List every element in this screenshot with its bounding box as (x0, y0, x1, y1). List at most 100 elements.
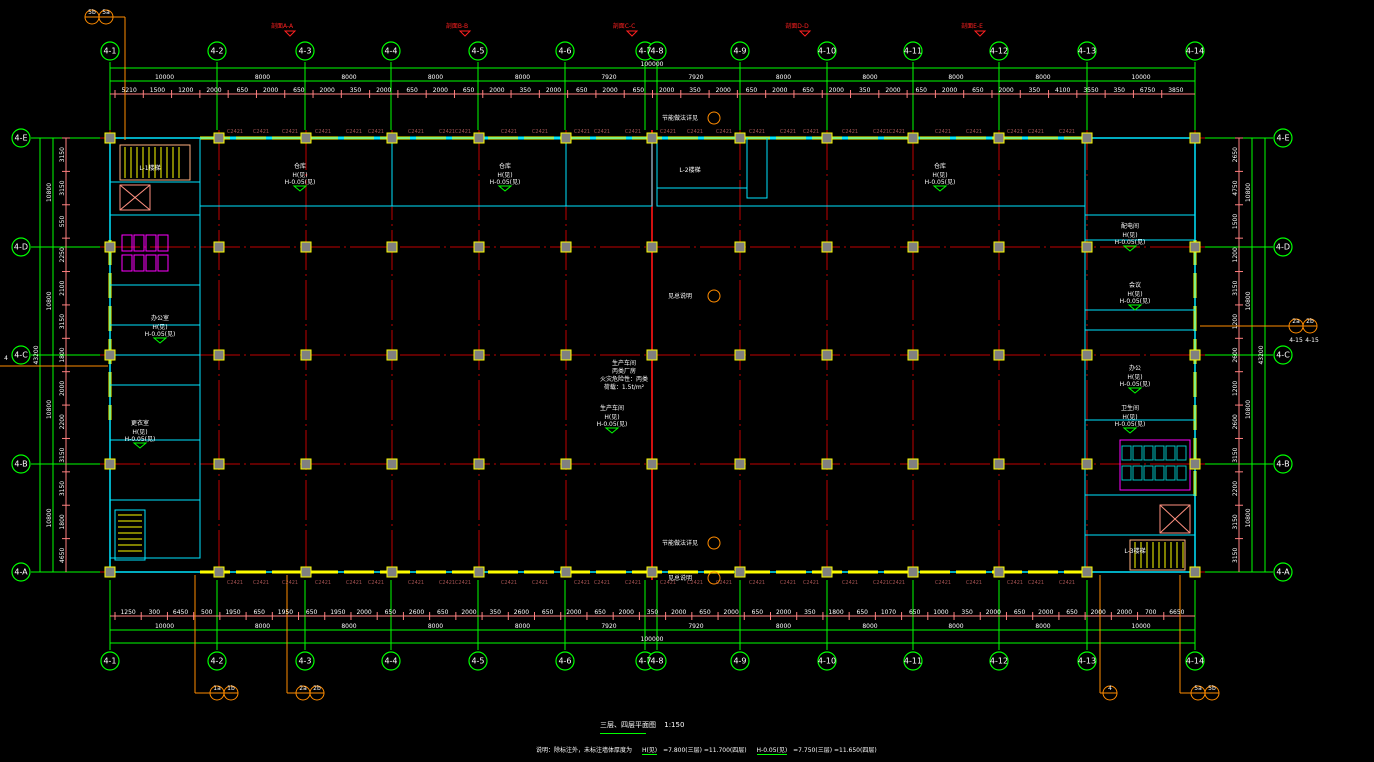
detail-dim-text: 650 (746, 87, 758, 94)
window-tag-top: C2421 (1028, 129, 1044, 135)
detail-dim-text: 300 (149, 609, 161, 616)
room-elevation: H-0.05(见) (1115, 239, 1146, 246)
axis-bubble (468, 41, 488, 61)
detail-dim-text: 650 (916, 87, 928, 94)
axis-label-bottom: 4-7 (638, 657, 651, 666)
structural-column (734, 241, 746, 253)
bay-dim-text: 10000 (1131, 623, 1150, 630)
window-tag-top: C2421 (1007, 129, 1023, 135)
window-tag-top: C2421 (346, 129, 362, 135)
window-tag-top: C2421 (532, 129, 548, 135)
room-elevation: H-0.05(见) (925, 179, 956, 186)
structural-column (1081, 132, 1093, 144)
room-name: 办公室 (151, 314, 169, 322)
window-tag-bottom: C2421 (749, 580, 765, 586)
toilet-stall (1132, 465, 1143, 481)
axis-bubble (11, 128, 31, 148)
axis-bubble (1077, 41, 1097, 61)
detail-ref-text: 见总说明 (668, 574, 692, 582)
axis-label-top: 4-6 (558, 47, 571, 56)
window-tag-bottom: C2421 (1007, 580, 1023, 586)
section-mark-label: 剖面B-B (446, 22, 468, 30)
window-tag-top: C2421 (660, 129, 676, 135)
room-level: H(见) (497, 172, 512, 179)
detail-callout-label: 5a (1194, 685, 1202, 692)
detail-dim-text: 650 (802, 87, 814, 94)
bay-dim-text: 10800 (46, 183, 53, 202)
toilet-stall (121, 254, 133, 272)
toilet-stall (121, 234, 133, 252)
toilet-stall (157, 254, 169, 272)
structural-column (104, 241, 116, 253)
detail-dim-text: 2200 (59, 414, 66, 429)
bay-dim-text: 7920 (601, 74, 616, 81)
detail-dim-text: 1950 (225, 609, 240, 616)
overall-dim-text: 43200 (1258, 345, 1265, 364)
axis-bubble (989, 651, 1009, 671)
axis-bubble (817, 651, 837, 671)
detail-ref-text: 节能做法详见 (662, 114, 698, 122)
axis-bubble (555, 651, 575, 671)
window-tag-bottom: C2421 (501, 580, 517, 586)
callout-sub: 4-15 (1289, 337, 1303, 344)
section-mark-triangle (973, 30, 987, 37)
axis-bubble (647, 41, 667, 61)
toilet-stall (133, 254, 145, 272)
axis-label-top: 4-7 (638, 47, 651, 56)
room-elevation: H-0.05(见) (597, 421, 628, 428)
detail-dim-text: 2000 (716, 87, 731, 94)
room-elevation: H-0.05(见) (1120, 298, 1151, 305)
detail-dim-text: 6650 (1169, 609, 1184, 616)
bay-dim-text: 8000 (862, 74, 877, 81)
room-elevation: H-0.05(见) (490, 179, 521, 186)
structural-column (473, 566, 485, 578)
bay-dim-text: 7920 (688, 74, 703, 81)
structural-column (473, 241, 485, 253)
detail-dim-text: 350 (689, 87, 701, 94)
structural-column (1189, 132, 1201, 144)
detail-dim-text: 2000 (659, 87, 674, 94)
structural-column (907, 349, 919, 361)
structural-column (300, 349, 312, 361)
axis-label-left: 4-C (14, 351, 28, 360)
section-mark-label: 剖面E-E (961, 22, 983, 30)
axis-bubble (1273, 345, 1293, 365)
axis-label-bottom: 4-9 (733, 657, 746, 666)
window-tag-top: C2421 (749, 129, 765, 135)
section-mark-triangle (283, 30, 297, 37)
detail-dim-text: 650 (576, 87, 588, 94)
window-tag-top: C2421 (439, 129, 455, 135)
elevator-l1 (119, 184, 151, 211)
detail-ref-bubble (707, 111, 721, 125)
room-level: H(见) (932, 172, 947, 179)
room-name: 仓库 (934, 162, 946, 170)
section-mark-triangle (798, 30, 812, 37)
top-rooms-left (199, 137, 653, 207)
overall-dim-text: 43200 (33, 345, 40, 364)
detail-dim-text: 1950 (278, 609, 293, 616)
structural-column (104, 132, 116, 144)
toilet-stall (1165, 445, 1176, 461)
detail-dim-text: 350 (961, 609, 973, 616)
detail-callout-label: 2a (299, 685, 307, 692)
structural-column (907, 566, 919, 578)
detail-dim-text: 2000 (942, 87, 957, 94)
window-tag-bottom: C2421 (716, 580, 732, 586)
room-name: 会议 (1129, 281, 1141, 289)
room-level: H(见) (1122, 232, 1137, 239)
structural-column (1081, 241, 1093, 253)
legend-level-3f: =7.800(三层) (663, 747, 702, 754)
bay-dim-text: 8000 (776, 623, 791, 630)
window-tag-bottom: C2421 (1028, 580, 1044, 586)
structural-column (213, 458, 225, 470)
elevation-marker-icon (497, 185, 513, 192)
elevation-marker-icon (132, 442, 148, 449)
structural-column (386, 132, 398, 144)
window-tag-bottom: C2421 (780, 580, 796, 586)
room-name: 配电间 (1121, 222, 1139, 230)
detail-dim-text: 650 (972, 87, 984, 94)
axis-bubble (989, 41, 1009, 61)
axis-label-right: 4-B (1276, 460, 1289, 469)
structural-column (734, 458, 746, 470)
structural-column (646, 241, 658, 253)
